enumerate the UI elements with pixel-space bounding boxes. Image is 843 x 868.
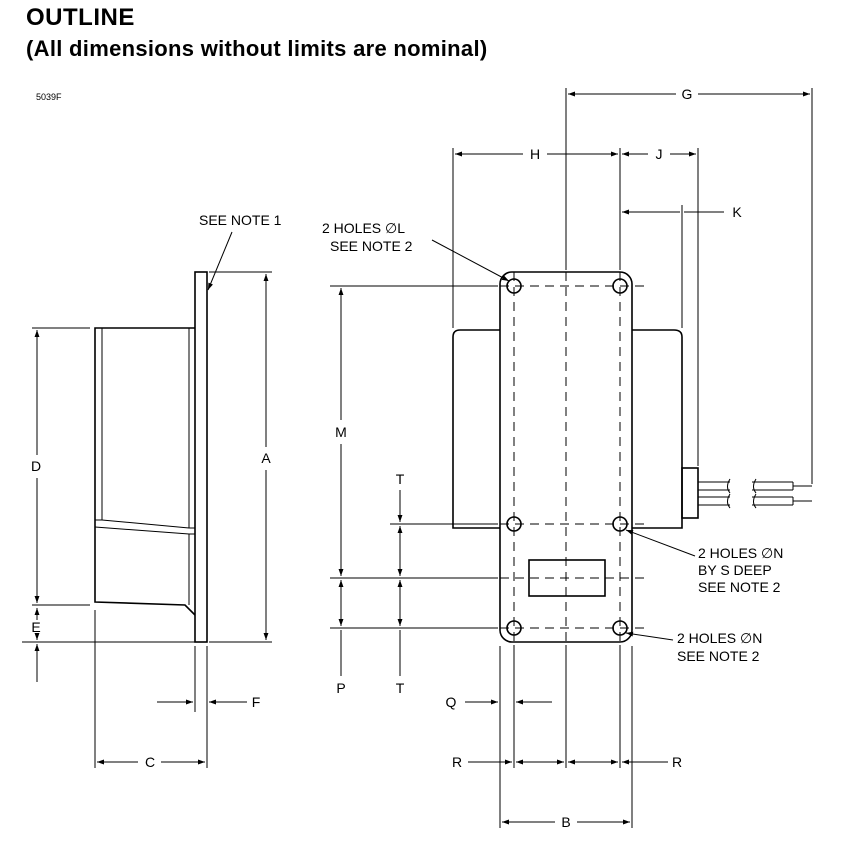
side-view <box>22 231 272 768</box>
front-view <box>330 88 813 828</box>
dim-label-b: B <box>561 814 570 830</box>
note-holes-n-deep-line2: BY S DEEP <box>698 562 772 578</box>
dim-label-g: G <box>682 86 693 102</box>
coil-right <box>632 329 683 529</box>
dim-label-f: F <box>252 694 261 710</box>
dim-label-t-top: T <box>396 471 405 487</box>
dim-label-e: E <box>31 619 40 635</box>
note-holes-l-line2: SEE NOTE 2 <box>330 238 413 254</box>
coil-left <box>452 329 500 529</box>
note-holes-l-line1: 2 HOLES ∅L <box>322 220 405 236</box>
side-flange-plate <box>194 271 208 643</box>
dim-label-h: H <box>530 146 540 162</box>
lead-block <box>681 467 699 519</box>
note-holes-n-line2: SEE NOTE 2 <box>677 648 760 664</box>
note-holes-n-deep-line3: SEE NOTE 2 <box>698 579 781 595</box>
page-title: OUTLINE <box>26 4 135 31</box>
dim-label-c: C <box>145 754 155 770</box>
dim-label-d: D <box>31 458 41 474</box>
note-holes-n-deep-line1: 2 HOLES ∅N <box>698 545 783 561</box>
dim-label-t-bottom: T <box>396 680 405 696</box>
side-body-outline <box>94 327 196 616</box>
dim-label-p: P <box>336 680 345 696</box>
dim-label-a: A <box>261 450 271 466</box>
dim-label-m: M <box>335 424 347 440</box>
dim-label-j: J <box>656 146 663 162</box>
dim-label-r-right: R <box>672 754 682 770</box>
note-see-note-1: SEE NOTE 1 <box>199 212 282 228</box>
note-holes-n-line1: 2 HOLES ∅N <box>677 630 762 646</box>
drawing-code: 5039F <box>36 92 62 102</box>
callout-notes: SEE NOTE 1 2 HOLES ∅L SEE NOTE 2 2 HOLES… <box>199 212 783 664</box>
dimension-labels: A B C D E F G H J K M P Q R R T T <box>31 86 742 830</box>
page-subtitle: (All dimensions without limits are nomin… <box>26 36 488 61</box>
dim-label-q: Q <box>446 694 457 710</box>
dim-label-r-left: R <box>452 754 462 770</box>
dim-label-k: K <box>732 204 742 220</box>
